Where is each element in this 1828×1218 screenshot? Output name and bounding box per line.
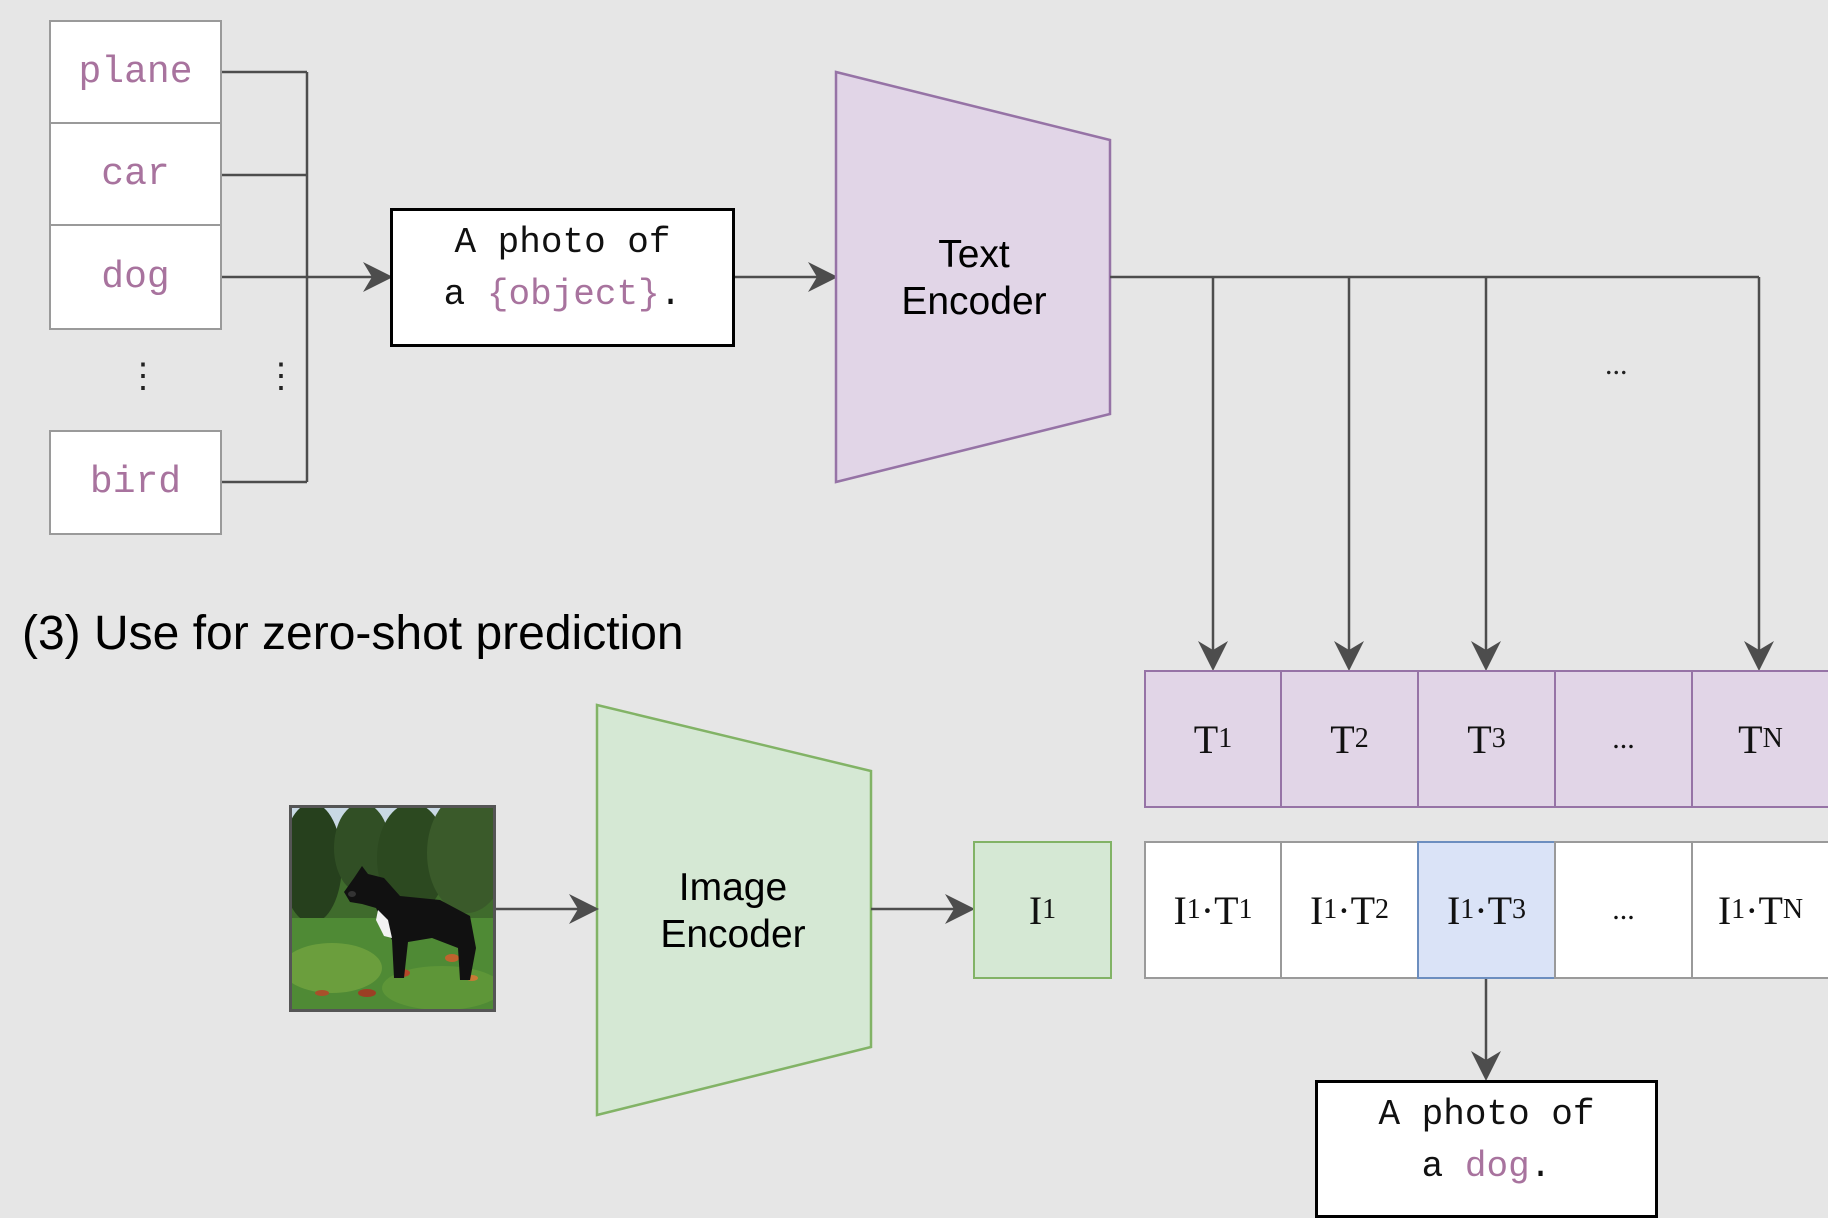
prompt-template-box: A photo of a {object}. (390, 208, 735, 347)
class-item: bird (49, 430, 222, 535)
image-encoder-label: Image Encoder (660, 866, 806, 956)
text-encoder-fanout (1110, 275, 1774, 671)
class-item: plane (49, 20, 222, 124)
branch-ellipsis: ... (1605, 348, 1628, 381)
class-item: car (49, 122, 222, 226)
text-embedding-cell: ... (1554, 670, 1693, 808)
prompt-template-line2: a {object}. (443, 274, 682, 315)
result-line1: A photo of (1378, 1094, 1595, 1135)
dog-photo (289, 805, 496, 1012)
prediction-result-box: A photo of a dog. (1315, 1080, 1658, 1218)
list-ellipsis: ⋮ (126, 358, 160, 395)
image-encoder-shape (595, 703, 873, 1117)
class-item: dog (49, 224, 222, 330)
class-bracket (221, 70, 393, 484)
prompt-template-line1: A photo of (454, 222, 671, 263)
predicted-class: dog (1464, 1146, 1530, 1187)
prompt-placeholder: {object} (486, 274, 660, 315)
similarity-cell: ... (1554, 841, 1693, 979)
section-title: (3) Use for zero-shot prediction (22, 607, 684, 660)
text-encoder-label: Text Encoder (901, 233, 1047, 323)
bracket-ellipsis: ⋮ (264, 358, 298, 395)
dog-photo-graphic (292, 808, 493, 1009)
text-encoder-shape (834, 70, 1112, 484)
result-line2: a dog. (1421, 1146, 1552, 1187)
